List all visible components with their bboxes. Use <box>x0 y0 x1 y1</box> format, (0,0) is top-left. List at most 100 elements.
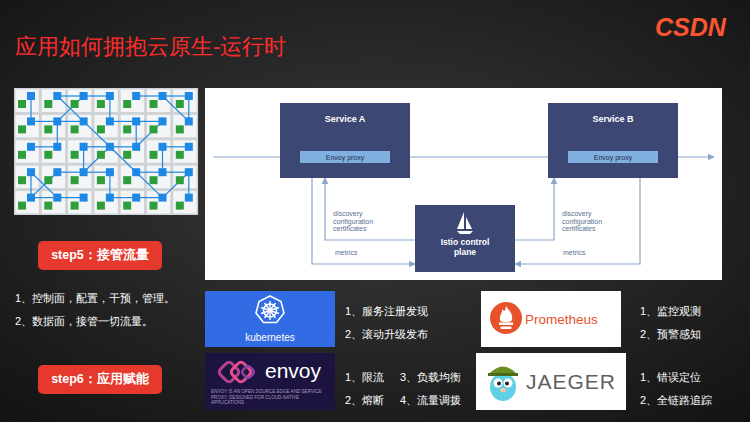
mesh-cell <box>94 166 117 188</box>
proxy-square <box>53 194 61 202</box>
service-square <box>18 100 26 108</box>
service-square <box>176 151 184 159</box>
proxy-square <box>106 92 114 100</box>
mesh-cell <box>68 140 91 162</box>
edge-label: discovery configuration certificates <box>332 210 384 233</box>
mesh-cell <box>68 90 91 112</box>
service-square <box>150 100 158 108</box>
mesh-cell <box>94 115 117 137</box>
prom-icon <box>489 301 523 335</box>
mesh-cell <box>42 115 65 137</box>
proxy-square <box>185 117 193 125</box>
service-square <box>71 176 79 184</box>
service-square <box>18 176 26 184</box>
node-title: Service B <box>592 114 633 124</box>
diagram-panel <box>205 88 722 280</box>
feature-item: 2、熔断 <box>345 394 384 407</box>
service-square <box>44 176 52 184</box>
proxy-square <box>106 117 114 125</box>
brand-logo: CSDN <box>655 12 726 42</box>
step-button: step6：应用赋能 <box>38 365 162 394</box>
mesh-ground <box>14 88 198 215</box>
feature-item: 2、全链路追踪 <box>640 394 712 407</box>
service-box: Service A Envoy proxy <box>280 103 410 178</box>
proxy-square <box>27 117 35 125</box>
flow-arrow <box>515 178 640 264</box>
feature-item: 1、限流 <box>345 371 384 384</box>
mesh-cell <box>147 166 170 188</box>
proxy-square <box>80 168 88 176</box>
proxy-square <box>132 92 140 100</box>
node-title: step6：应用赋能 <box>51 371 149 388</box>
logo-tile: Prometheus <box>481 291 621 347</box>
mesh-cell <box>121 191 144 213</box>
service-square <box>123 100 131 108</box>
node-title: Envoy proxy <box>326 154 365 161</box>
proxy-square <box>159 117 167 125</box>
service-square <box>150 176 158 184</box>
service-square <box>97 125 105 133</box>
mesh-cell <box>42 166 65 188</box>
feature-item: 2、滚动升级发布 <box>345 328 428 341</box>
mesh-cell <box>121 90 144 112</box>
service-square <box>123 125 131 133</box>
service-square <box>123 176 131 184</box>
mesh-cell <box>147 191 170 213</box>
feature-item: 3、负载均衡 <box>400 371 461 384</box>
mesh-cell <box>94 191 117 213</box>
node-title: Istio control plane <box>430 238 500 258</box>
mesh-cell <box>68 166 91 188</box>
proxy-square <box>132 143 140 151</box>
proxy-square <box>159 168 167 176</box>
proxy-square <box>185 143 193 151</box>
mesh-cell <box>16 90 39 112</box>
node-title: kubernetes <box>245 332 294 343</box>
proxy-square <box>27 92 35 100</box>
proxy-square <box>27 194 35 202</box>
mesh-cell <box>173 191 196 213</box>
flow-arrow <box>325 178 415 240</box>
service-square <box>176 176 184 184</box>
service-square <box>44 202 52 210</box>
logo-tile: kubernetes <box>205 291 335 347</box>
node-title: Prometheus <box>525 312 598 327</box>
proxy-square <box>159 143 167 151</box>
step-button: step5：接管流量 <box>38 241 162 270</box>
mesh-illustration <box>14 88 198 215</box>
mesh-cell <box>16 191 39 213</box>
mesh-cell <box>147 140 170 162</box>
note-text: 2、数据面，接管一切流量。 <box>15 315 153 328</box>
edge-label: discovery configuration certificates <box>561 210 613 233</box>
flow-arrow <box>312 178 415 264</box>
service-square <box>71 125 79 133</box>
proxy-square <box>27 143 35 151</box>
proxy-bar: Envoy proxy <box>568 151 658 163</box>
logo-tile: JAEGER <box>476 353 626 410</box>
node-title: Service A <box>325 114 366 124</box>
mesh-cell <box>147 115 170 137</box>
feature-item: 1、监控观测 <box>640 305 701 318</box>
feature-item: 1、错误定位 <box>640 371 701 384</box>
mesh-cell <box>121 115 144 137</box>
service-square <box>71 202 79 210</box>
proxy-square <box>132 194 140 202</box>
mesh-cell <box>94 90 117 112</box>
node-tagline: ENVOY IS AN OPEN SOURCE EDGE AND SERVICE… <box>211 389 329 406</box>
proxy-square <box>159 92 167 100</box>
proxy-square <box>106 194 114 202</box>
mesh-cell <box>42 191 65 213</box>
proxy-square <box>80 143 88 151</box>
proxy-square <box>185 168 193 176</box>
mesh-cell <box>173 166 196 188</box>
proxy-square <box>27 168 35 176</box>
service-square <box>44 100 52 108</box>
service-square <box>18 202 26 210</box>
service-square <box>44 151 52 159</box>
proxy-square <box>185 92 193 100</box>
proxy-bar: Envoy proxy <box>300 151 390 163</box>
jaeger-icon <box>484 359 522 403</box>
flow-arrow <box>515 178 554 240</box>
service-square <box>44 125 52 133</box>
envoy-icon <box>215 358 261 388</box>
